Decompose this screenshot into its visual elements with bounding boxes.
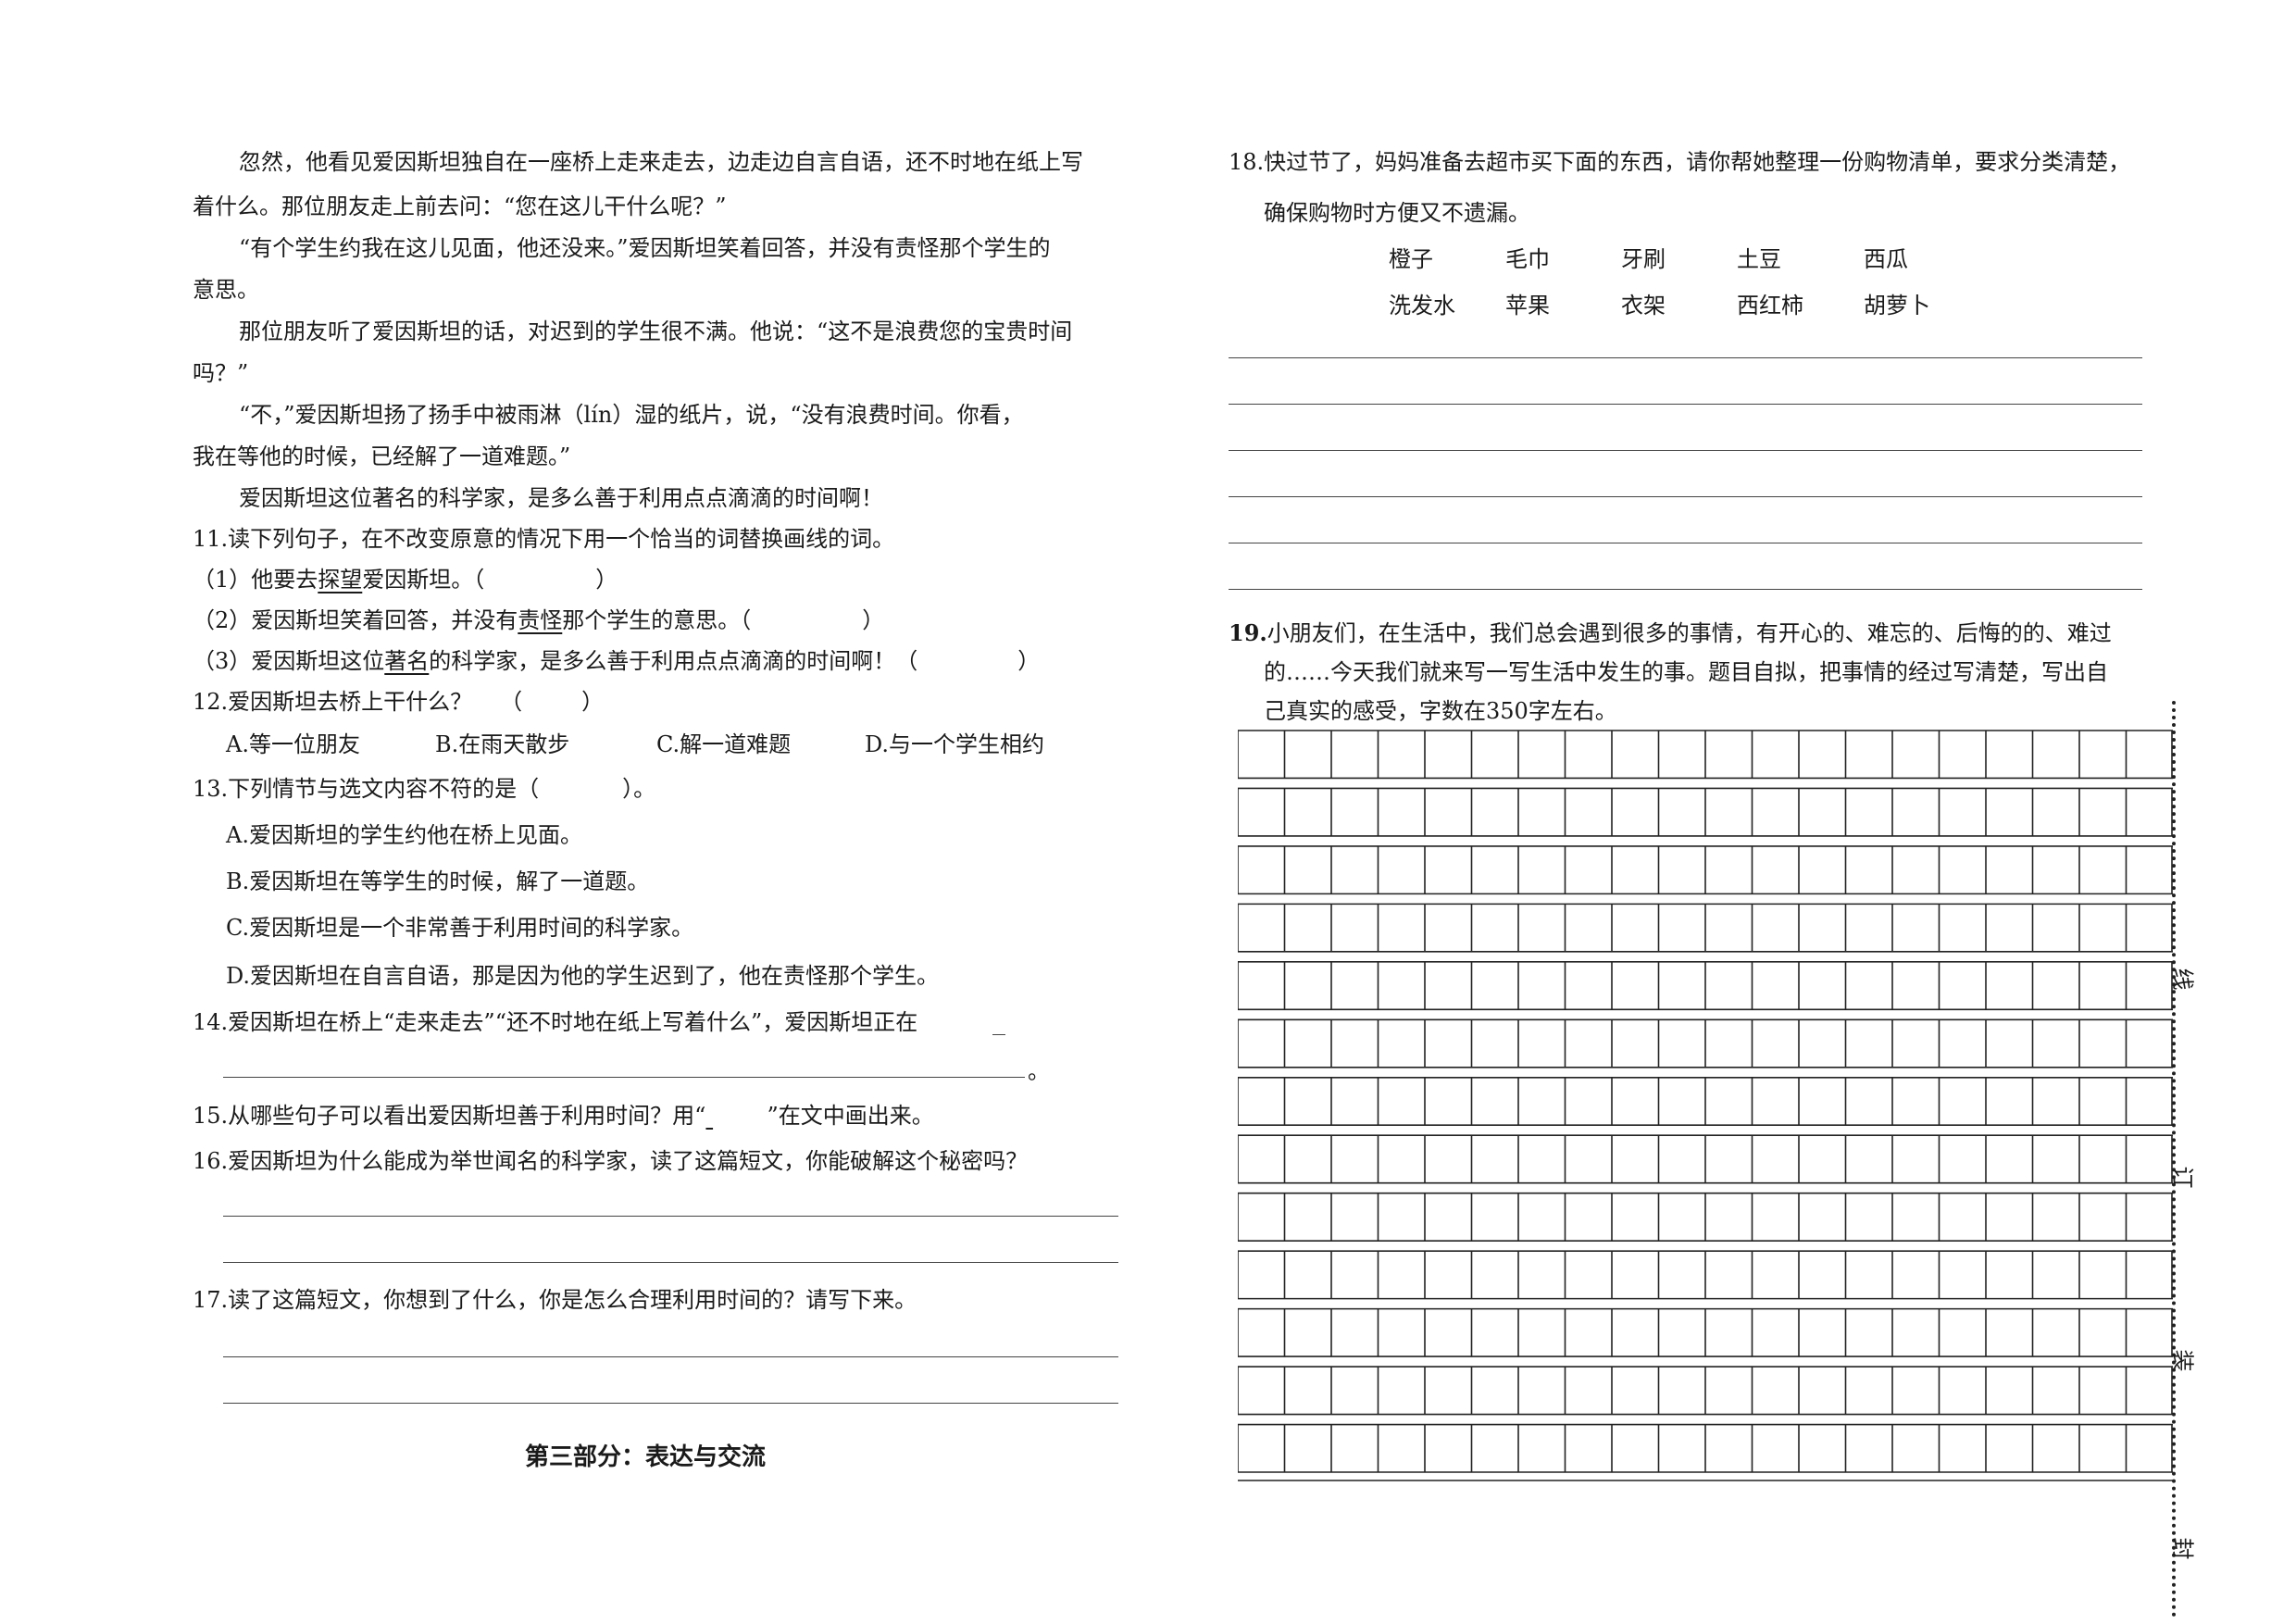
answer-line[interactable]	[992, 1034, 1005, 1035]
margin-label-feng: 封	[2169, 1537, 2196, 1560]
shopping-item: 洗发水	[1389, 293, 1455, 319]
question-12-stem: 12.爱因斯坦去桥上干什么？ （ ）	[193, 686, 604, 718]
q12-option-b[interactable]: B.在雨天散步	[435, 731, 570, 757]
q11-s1-text: （1）他要去	[193, 567, 318, 593]
question-14-stem: 14.爱因斯坦在桥上“走来走去”“还不时地在纸上写着什么”，爱因斯坦正在	[193, 1009, 918, 1035]
q12-option-a[interactable]: A.等一位朋友	[226, 731, 360, 757]
shopping-item: 毛巾	[1505, 246, 1550, 272]
q19-stem-text: 小朋友们，在生活中，我们总会遇到很多的事情，有开心的、难忘的、后悔的的、难过	[1267, 620, 2112, 646]
answer-line[interactable]	[1229, 496, 2142, 497]
shopping-item: 土豆	[1737, 246, 1781, 272]
answer-line[interactable]	[1229, 357, 2142, 358]
q11-s2-text-after: 那个学生的意思。（	[562, 607, 752, 633]
passage-line: 着什么。那位朋友走上前去问：“您在这儿干什么呢？”	[193, 194, 727, 219]
answer-line[interactable]	[223, 1216, 1118, 1217]
answer-line[interactable]	[1229, 404, 2142, 405]
q12-option-c[interactable]: C.解一道难题	[656, 731, 792, 757]
question-11-item-3: （3）爱因斯坦这位著名的科学家，是多么善于利用点点滴滴的时间啊！（ ）	[193, 645, 1040, 677]
question-17-stem: 17.读了这篇短文，你想到了什么，你是怎么合理利用时间的？请写下来。	[193, 1287, 917, 1313]
q13-stem-end: ）。	[622, 776, 656, 802]
q12-option-d[interactable]: D.与一个学生相约	[865, 731, 1045, 757]
shopping-item: 橙子	[1389, 246, 1433, 272]
passage-line: “有个学生约我在这儿见面，他还没来。”爱因斯坦笑着回答，并没有责怪那个学生的	[239, 235, 1051, 261]
passage-line: 忽然，他看见爱因斯坦独自在一座桥上走来走去，边走边自言自语，还不时地在纸上写	[239, 149, 1083, 175]
question-11-stem: 11.读下列句子，在不改变原意的情况下用一个恰当的词替换画线的词。	[193, 526, 895, 552]
question-18-stem: 18.快过节了，妈妈准备去超市买下面的东西，请你帮她整理一份购物清单，要求分类清…	[1229, 149, 2131, 175]
shopping-item: 胡萝卜	[1864, 293, 1930, 319]
passage-line: 意思。	[193, 277, 259, 303]
shopping-item: 衣架	[1621, 293, 1666, 319]
question-13-stem: 13.下列情节与选文内容不符的是（ ）。	[193, 773, 655, 805]
shopping-item: 牙刷	[1621, 246, 1666, 272]
shopping-item: 西瓜	[1864, 246, 1908, 272]
q12-stem-text: 12.爱因斯坦去桥上干什么？	[193, 689, 473, 715]
answer-line[interactable]	[1229, 589, 2142, 590]
margin-label-xian: 线	[2169, 968, 2196, 991]
underline-symbol	[705, 1100, 767, 1131]
q13-option-c[interactable]: C.爱因斯坦是一个非常善于利用时间的科学家。	[226, 915, 694, 941]
q13-stem-text: 13.下列情节与选文内容不符的是（	[193, 776, 540, 802]
shopping-item: 西红柿	[1737, 293, 1803, 319]
q11-s2-underlined-word: 责怪	[518, 607, 563, 633]
answer-line[interactable]	[223, 1356, 1118, 1357]
passage-line: 吗？”	[193, 360, 249, 386]
q13-option-d[interactable]: D.爱因斯坦在自言自语，那是因为他的学生迟到了，他在责怪那个学生。	[226, 963, 940, 989]
margin-label-ding: 订	[2169, 1166, 2196, 1189]
q15-stem-text-after: ”在文中画出来。	[767, 1103, 934, 1129]
q19-number: 19.	[1229, 619, 1267, 646]
q11-s2-close: ）	[862, 607, 885, 633]
question-11-item-1: （1）他要去探望爱因斯坦。（ ）	[193, 564, 618, 595]
passage-line: 我在等他的时候，已经解了一道难题。”	[193, 443, 571, 469]
q11-s3-close: ）	[1017, 648, 1041, 674]
q12-paren-close: ）	[581, 689, 605, 715]
answer-line[interactable]	[223, 1077, 1025, 1078]
passage-line: 那位朋友听了爱因斯坦的话，对迟到的学生很不满。他说：“这不是浪费您的宝贵时间	[239, 319, 1073, 344]
question-16-stem: 16.爱因斯坦为什么能成为举世闻名的科学家，读了这篇短文，你能破解这个秘密吗？	[193, 1148, 1029, 1174]
passage-line: “不，”爱因斯坦扬了扬手中被雨淋（lín）湿的纸片，说，“没有浪费时间。你看，	[239, 402, 1024, 428]
q13-option-a[interactable]: A.爱因斯坦的学生约他在桥上见面。	[226, 822, 582, 848]
q13-option-b[interactable]: B.爱因斯坦在等学生的时候，解了一道题。	[226, 868, 650, 894]
q11-s3-underlined-word: 著名	[384, 648, 430, 674]
q11-s1-text-after: 爱因斯坦。（	[362, 567, 485, 593]
q11-s3-text-after: 的科学家，是多么善于利用点点滴滴的时间啊！（	[429, 648, 918, 674]
q11-s1-underlined-word: 探望	[318, 567, 363, 593]
shopping-item: 苹果	[1505, 293, 1550, 319]
composition-grid[interactable]	[1238, 730, 2173, 1481]
question-19-stem-cont: 的……今天我们就来写一写生活中发生的事。题目自拟，把事情的经过写清楚，写出自	[1264, 659, 2108, 685]
question-19-stem-cont: 己真实的感受，字数在350字左右。	[1264, 698, 1617, 724]
question-15-stem: 15.从哪些句子可以看出爱因斯坦善于利用时间？用“ ”在文中画出来。	[193, 1100, 934, 1131]
section-title: 第三部分：表达与交流	[525, 1443, 767, 1471]
q11-s1-close: ）	[595, 567, 618, 593]
q11-s2-text: （2）爱因斯坦笑着回答，并没有	[193, 607, 518, 633]
answer-line[interactable]	[1229, 450, 2142, 451]
question-19-stem: 19.小朋友们，在生活中，我们总会遇到很多的事情，有开心的、难忘的、后悔的的、难…	[1229, 618, 2112, 649]
answer-line[interactable]	[223, 1403, 1118, 1404]
answer-line[interactable]	[223, 1262, 1118, 1263]
binding-dotted-line	[2172, 701, 2176, 1618]
margin-label-zhuang: 装	[2169, 1349, 2196, 1372]
q15-stem-text: 15.从哪些句子可以看出爱因斯坦善于利用时间？用“	[193, 1103, 706, 1129]
question-11-item-2: （2）爱因斯坦笑着回答，并没有责怪那个学生的意思。（ ）	[193, 605, 884, 636]
q11-s3-text: （3）爱因斯坦这位	[193, 648, 385, 674]
q14-period: 。	[1028, 1058, 1050, 1084]
question-18-stem-cont: 确保购物时方便又不遗漏。	[1264, 200, 1530, 226]
q12-paren-open: （	[500, 689, 523, 715]
passage-line: 爱因斯坦这位著名的科学家，是多么善于利用点点滴滴的时间啊！	[239, 485, 883, 511]
